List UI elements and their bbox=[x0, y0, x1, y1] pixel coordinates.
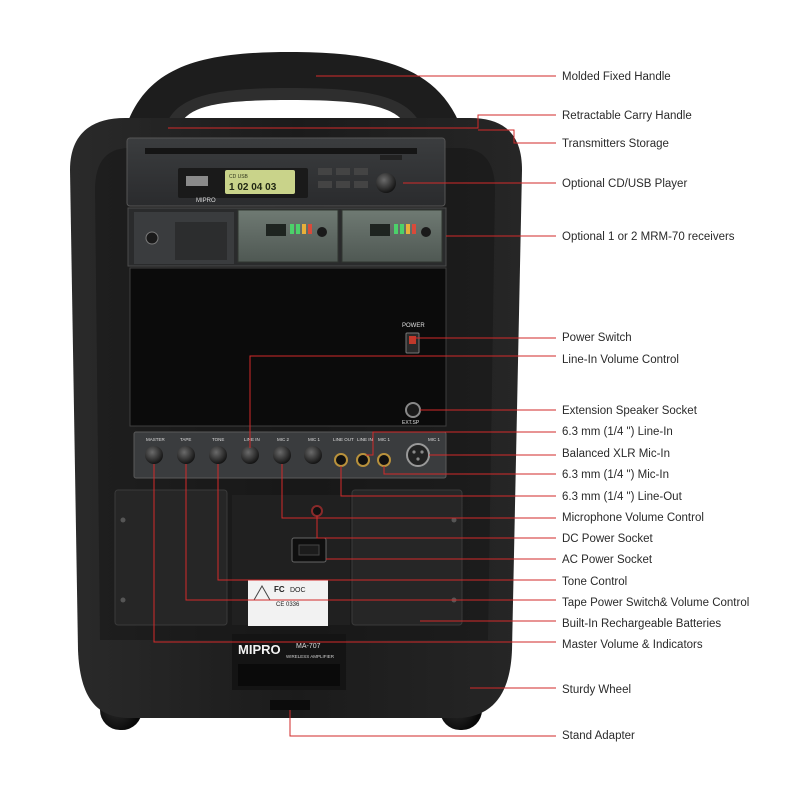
jack-label-line-in: LINE IN bbox=[357, 437, 373, 442]
cd-display bbox=[225, 170, 295, 194]
knob-label-tape: TAPE bbox=[180, 437, 191, 442]
callout-mic-in-jack: 6.3 mm (1/4 ") Mic-In bbox=[562, 469, 669, 481]
badge-model: MA-707 bbox=[296, 643, 321, 650]
tape-volume-knob bbox=[177, 446, 195, 464]
callout-transmitters-storage: Transmitters Storage bbox=[562, 138, 669, 150]
certification-label: FC DOC CE 0336 bbox=[248, 580, 328, 626]
model-badge: MIPRO MA-707 WIRELESS AMPLIFIER bbox=[232, 634, 346, 690]
callout-stand-adapter: Stand Adapter bbox=[562, 730, 635, 742]
line-in-jack bbox=[356, 453, 370, 467]
mic1-volume-knob bbox=[304, 446, 322, 464]
badge-subtitle: WIRELESS AMPLIFIER bbox=[286, 654, 335, 659]
callout-sturdy-wheel: Sturdy Wheel bbox=[562, 684, 632, 696]
cd-brand: MIPRO bbox=[196, 198, 216, 204]
callout-leader-lines bbox=[153, 75, 556, 737]
leader-mic-in-jack bbox=[383, 466, 556, 475]
callout-retractable-carry-handle: Retractable Carry Handle bbox=[562, 110, 692, 122]
callout-master-volume-indicators: Master Volume & Indicators bbox=[562, 639, 703, 651]
cd-usb-player: CD USB 1 02 04 03 MIPRO bbox=[126, 137, 446, 207]
leader-transmitters-storage bbox=[478, 129, 556, 144]
callout-tone-control: Tone Control bbox=[562, 576, 628, 588]
callout-power-switch: Power Switch bbox=[562, 332, 632, 344]
leader-tone bbox=[217, 464, 556, 581]
speaker-grille bbox=[129, 267, 447, 427]
power-label: POWER bbox=[402, 323, 425, 329]
callout-built-in-batteries: Built-In Rechargeable Batteries bbox=[562, 618, 722, 630]
line-in-volume-knob bbox=[241, 446, 259, 464]
leader-master-volume bbox=[153, 464, 556, 643]
mic-in-jack bbox=[377, 453, 391, 467]
leader-stand-adapter bbox=[289, 710, 556, 737]
dc-power-socket bbox=[311, 505, 323, 517]
jack-label-line-out: LINE OUT bbox=[333, 437, 354, 442]
callout-dc-power-socket: DC Power Socket bbox=[562, 533, 653, 545]
master-volume-knob bbox=[145, 446, 163, 464]
cd-volume-knob bbox=[376, 173, 396, 193]
usb-port bbox=[186, 176, 208, 186]
callout-microphone-volume-control: Microphone Volume Control bbox=[562, 512, 704, 524]
tone-knob bbox=[209, 446, 227, 464]
xlr-mic-in bbox=[406, 443, 430, 467]
extension-speaker-socket bbox=[405, 402, 421, 418]
fc-mark: FC bbox=[274, 585, 285, 594]
callout-optional-receivers: Optional 1 or 2 MRM-70 receivers bbox=[562, 231, 735, 243]
knob-label-tone: TONE bbox=[212, 437, 224, 442]
leader-retractable-handle bbox=[168, 114, 556, 129]
leader-dc-power bbox=[316, 516, 556, 539]
callout-optional-cd-usb-player: Optional CD/USB Player bbox=[562, 178, 688, 190]
doc-mark: DOC bbox=[290, 587, 306, 594]
callout-molded-fixed-handle: Molded Fixed Handle bbox=[562, 71, 671, 83]
callout-tape-power-switch-volume: Tape Power Switch& Volume Control bbox=[562, 597, 750, 609]
leader-mic-volume bbox=[281, 464, 556, 519]
cd-display-main-text: 1 02 04 03 bbox=[229, 182, 277, 193]
stand-adapter bbox=[270, 700, 310, 710]
ce-mark: CE 0336 bbox=[276, 602, 300, 608]
knob-label-line-in: LINE IN bbox=[244, 437, 260, 442]
callout-extension-speaker-socket: Extension Speaker Socket bbox=[562, 405, 697, 417]
knob-label-master: MASTER bbox=[146, 437, 166, 442]
knob-label-mic1: MIC 1 bbox=[308, 437, 320, 442]
cd-buttons bbox=[318, 168, 368, 188]
leader-tape bbox=[185, 464, 556, 601]
callout-ac-power-socket: AC Power Socket bbox=[562, 554, 653, 566]
line-out-jack bbox=[334, 453, 348, 467]
receiver-module-1 bbox=[237, 209, 339, 263]
callout-line-in-jack: 6.3 mm (1/4 ") Line-In bbox=[562, 426, 673, 438]
leader-line-in-jack bbox=[366, 431, 556, 456]
mic2-volume-knob bbox=[273, 446, 291, 464]
cd-display-top-text: CD USB bbox=[229, 174, 249, 180]
callout-balanced-xlr-mic-in: Balanced XLR Mic-In bbox=[562, 448, 671, 460]
callout-line-in-volume-control: Line-In Volume Control bbox=[562, 354, 679, 366]
ext-sp-label: EXT.SP bbox=[402, 420, 420, 426]
callout-line-out-jack: 6.3 mm (1/4 ") Line-Out bbox=[562, 491, 682, 503]
leader-line-out bbox=[340, 466, 556, 497]
receiver-bay bbox=[127, 207, 447, 267]
badge-brand: MIPRO bbox=[238, 642, 281, 657]
jack-label-mic1: MIC 1 bbox=[378, 437, 390, 442]
receiver-module-2 bbox=[341, 209, 443, 263]
control-strip: MASTER TAPE TONE LINE IN MIC 2 MIC 1 LIN… bbox=[133, 431, 447, 479]
knob-label-mic2: MIC 2 bbox=[277, 437, 289, 442]
leader-line-in-volume bbox=[249, 355, 556, 448]
xlr-label: MIC 1 bbox=[428, 437, 440, 442]
